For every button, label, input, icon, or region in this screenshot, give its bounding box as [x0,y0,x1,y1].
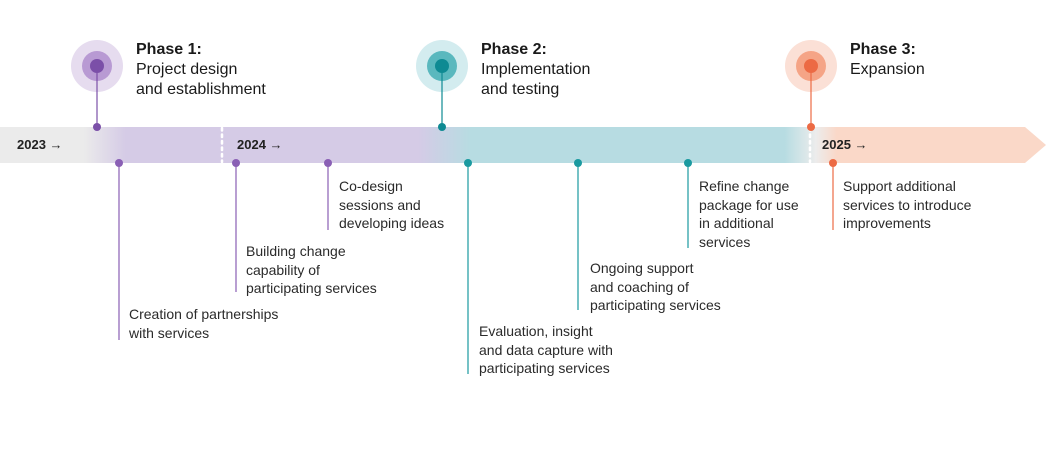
milestone-connector-2 [232,159,240,292]
year-2023-label: 2023 → [17,137,63,152]
phase-2-label: Phase 2: [481,41,547,58]
milestone-connector-1 [115,159,123,340]
phase-1-line1: Project design [136,61,238,78]
timeline-bar [0,127,1046,163]
phase-1-line2: and establishment [136,81,266,98]
phase-3-label: Phase 3: [850,41,916,58]
phase-2-marker [416,40,468,131]
phase-1-title: Phase 1: Project design and establishmen… [136,40,266,100]
milestone-connector-6 [684,159,692,248]
milestone-connector-4 [464,159,472,374]
phase-3-line1: Expansion [850,61,925,78]
year-2024-label: 2024 → [237,137,283,152]
phase-2-title: Phase 2: Implementation and testing [481,40,590,100]
year-2025-label: 2025 → [822,137,868,152]
milestone-4-label: Evaluation, insight and data capture wit… [479,323,613,376]
phase-2-line1: Implementation [481,61,591,78]
phase-3-title: Phase 3: Expansion [850,40,925,80]
phase-2-line2: and testing [481,81,560,98]
milestone-5-label: Ongoing support and coaching of particip… [590,260,721,313]
milestone-1-label: Creation of partnerships with services [129,306,279,341]
milestone-connector-5 [574,159,582,310]
milestone-connector-7 [829,159,837,230]
milestone-2-label: Building change capability of participat… [246,243,377,296]
milestone-3-label: Co-design sessions and developing ideas [339,178,445,231]
phase-3-marker [785,40,837,131]
milestone-6-label: Refine change package for use in additio… [699,178,799,250]
phase-1-label: Phase 1: [136,41,202,58]
phase-1-marker [71,40,123,131]
milestone-connector-3 [324,159,332,230]
milestone-7-label: Support additional services to introduce… [843,178,972,231]
